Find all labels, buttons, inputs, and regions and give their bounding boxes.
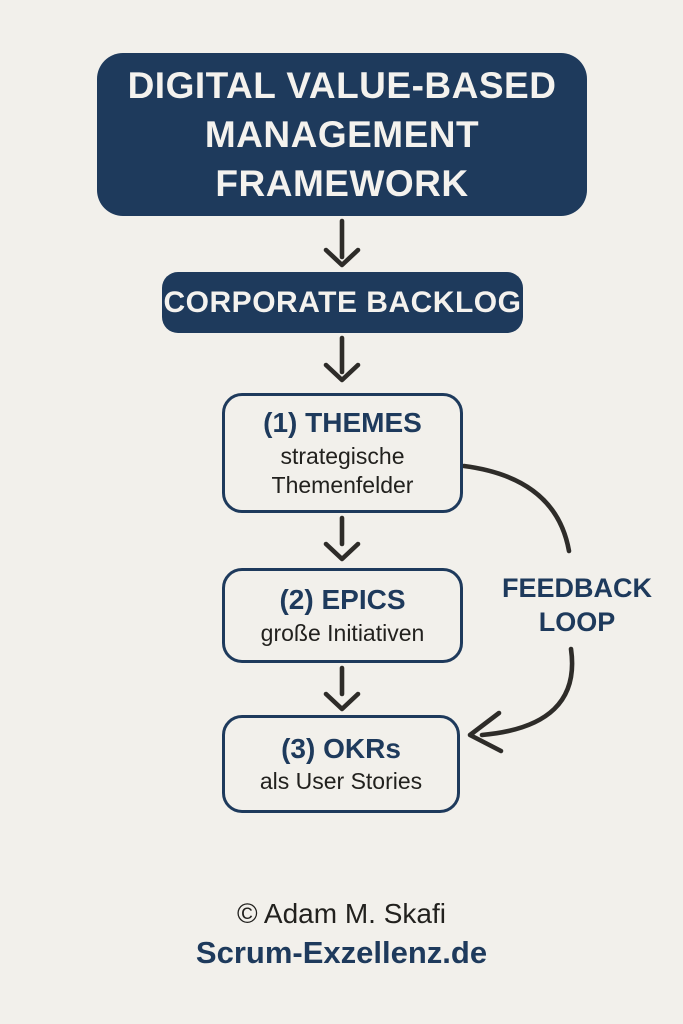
stage-subtitle-themes: strategische Themenfelder (271, 442, 414, 498)
stage-title-epics: (2) EPICS (279, 584, 406, 616)
arrow-down-icon-4 (323, 665, 361, 712)
feedback-loop-arc-upper (461, 463, 572, 554)
framework-title-box: DIGITAL VALUE-BASED MANAGEMENT FRAMEWORK (97, 53, 587, 216)
stage-title-themes: (1) THEMES (263, 407, 422, 439)
stage-title-okrs: (3) OKRs (281, 732, 401, 764)
arrow-down-icon-1 (323, 218, 361, 268)
stage-box-okrs: (3) OKRs als User Stories (222, 715, 460, 813)
arrow-down-icon-2 (323, 335, 361, 383)
corporate-backlog-label: CORPORATE BACKLOG (163, 285, 522, 319)
stage-box-themes: (1) THEMES strategische Themenfelder (222, 393, 463, 513)
corporate-backlog-box: CORPORATE BACKLOG (162, 272, 523, 333)
stage-subtitle-okrs: als User Stories (259, 768, 423, 795)
framework-title: DIGITAL VALUE-BASED MANAGEMENT FRAMEWORK (127, 64, 557, 205)
copyright-text: © Adam M. Skafi (237, 898, 446, 929)
brand-text: Scrum-Exzellenz.de (195, 935, 488, 970)
feedback-loop-arc-lower (467, 646, 575, 754)
arrow-down-icon-3 (323, 515, 361, 562)
arrow-left-icon (467, 710, 504, 754)
feedback-loop-label: FEEDBACK LOOP (501, 573, 652, 637)
stage-subtitle-epics: große Initiativen (260, 619, 425, 646)
stage-box-epics: (2) EPICS große Initiativen (222, 568, 463, 663)
